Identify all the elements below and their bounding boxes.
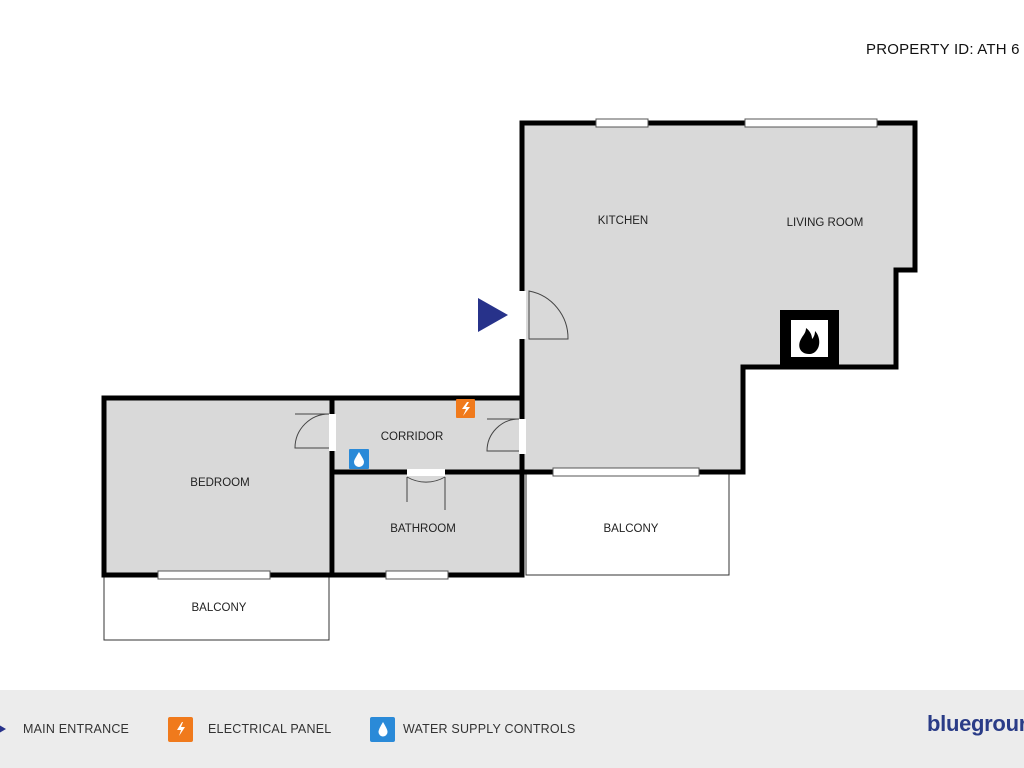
triangle-right-icon bbox=[0, 725, 6, 733]
legend-water-supply-label: WATER SUPPLY CONTROLS bbox=[403, 722, 576, 736]
property-id: PROPERTY ID: ATH 6 bbox=[866, 41, 1020, 58]
legend-main-entrance: MAIN ENTRANCE bbox=[0, 690, 129, 768]
room-label-balcony-left: BALCONY bbox=[192, 602, 247, 614]
balcony-left-outline bbox=[103, 575, 330, 641]
brand-logo: bluegrour bbox=[927, 711, 1024, 736]
windows bbox=[157, 118, 878, 580]
room-label-balcony-right: BALCONY bbox=[604, 523, 659, 535]
floor-plan: KITCHEN LIVING ROOM CORRIDOR BEDROOM BAT… bbox=[101, 118, 918, 641]
room-label-corridor: CORRIDOR bbox=[381, 431, 444, 443]
main-room-fill bbox=[522, 123, 915, 472]
legend-electrical-panel-label: ELECTRICAL PANEL bbox=[208, 722, 332, 736]
bedroom-fill bbox=[104, 398, 332, 575]
legend-main-entrance-label: MAIN ENTRANCE bbox=[23, 722, 130, 736]
door-swings bbox=[294, 290, 569, 510]
main-entrance-marker-icon bbox=[478, 298, 508, 332]
fireplace-icon bbox=[780, 310, 839, 367]
bathroom-fill bbox=[335, 473, 522, 575]
legend-electrical-panel: ELECTRICAL PANEL bbox=[168, 690, 331, 768]
room-label-bedroom: BEDROOM bbox=[190, 477, 249, 489]
door-gaps bbox=[329, 291, 526, 476]
room-label-kitchen: KITCHEN bbox=[598, 215, 648, 227]
walls bbox=[101, 120, 918, 578]
room-label-living-room: LIVING ROOM bbox=[787, 217, 864, 229]
water-supply-icon bbox=[349, 449, 369, 469]
room-label-bathroom: BATHROOM bbox=[390, 523, 456, 535]
legend-footer: MAIN ENTRANCE ELECTRICAL PANEL WATER SUP… bbox=[0, 690, 1024, 768]
electrical-panel-icon bbox=[456, 399, 475, 418]
water-drop-icon bbox=[370, 716, 395, 742]
balcony-right-outline bbox=[525, 473, 730, 576]
lightning-icon bbox=[168, 716, 193, 742]
legend-water-supply: WATER SUPPLY CONTROLS bbox=[370, 690, 576, 768]
